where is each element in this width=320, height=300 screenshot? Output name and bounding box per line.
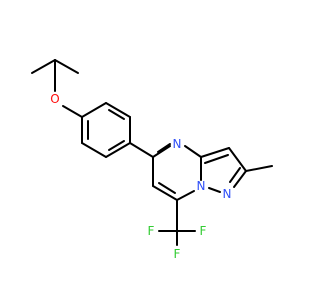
molecule-structure-diagram: O N N N F F F <box>31 59 273 261</box>
phenyl-bond-5 <box>81 142 107 158</box>
bond-methyl <box>245 165 273 172</box>
nitrogen-atom-bridgehead: N <box>197 179 206 193</box>
nitrogen-label-n8: N <box>197 179 206 193</box>
fluorine-label-bottom: F <box>174 247 181 261</box>
pyrazole-bond-n1-n8 <box>208 187 221 193</box>
phenyl-double-bond-c <box>108 140 125 151</box>
phenyl-bond-1 <box>81 102 107 118</box>
pyrimidine-bond-c7-c6 <box>152 185 178 201</box>
pyrazole-bond-c3-c2 <box>228 147 247 172</box>
phenyl-bond-2 <box>105 102 131 118</box>
atom-labels: O N N N F F F <box>50 92 231 261</box>
pyrazole-bond-c3a-c3 <box>200 147 230 158</box>
oxygen-label: O <box>50 92 59 106</box>
pyrimidine-bond-c5-n4 <box>152 145 171 158</box>
pyrimidine-double-c5-n4 <box>157 143 171 153</box>
nitrogen-atom-pyrimidine: N <box>173 137 182 151</box>
bond-isopropyl-left <box>31 59 56 74</box>
pyrimidine-ring <box>152 143 202 201</box>
nitrogen-label-n1: N <box>223 187 232 201</box>
isopropyl-group <box>31 59 79 92</box>
pyrimidine-double-c7-c6 <box>158 182 176 194</box>
phenyl-ring <box>81 102 131 158</box>
oxygen-atom: O <box>50 92 59 106</box>
pyrimidine-bond-n8-c7 <box>176 190 195 201</box>
bond-oxygen-to-phenyl <box>62 105 83 118</box>
nitrogen-label-n4: N <box>173 137 182 151</box>
phenyl-bond-4 <box>105 142 131 158</box>
pyrazole-bond-c2-n1 <box>233 170 247 188</box>
nitrogen-atom-pyrazole: N <box>223 187 232 201</box>
pyrazole-double-c3a-c3 <box>204 154 229 164</box>
trifluoromethyl-group <box>158 199 196 246</box>
bond-phenyl-to-pyrimidine <box>129 142 154 158</box>
fluorine-atom-right: F <box>200 224 207 238</box>
fluorine-atom-bottom: F <box>174 247 181 261</box>
fluorine-label-right: F <box>200 224 207 238</box>
pyrimidine-bond-n4-c3a <box>184 145 202 158</box>
fluorine-atom-left: F <box>148 224 155 238</box>
pyrazole-ring <box>200 147 247 193</box>
pyrazole-double-c2-n1 <box>229 167 241 183</box>
bond-isopropyl-right <box>54 59 79 74</box>
phenyl-double-bond-b <box>108 109 125 120</box>
fluorine-label-left: F <box>148 224 155 238</box>
